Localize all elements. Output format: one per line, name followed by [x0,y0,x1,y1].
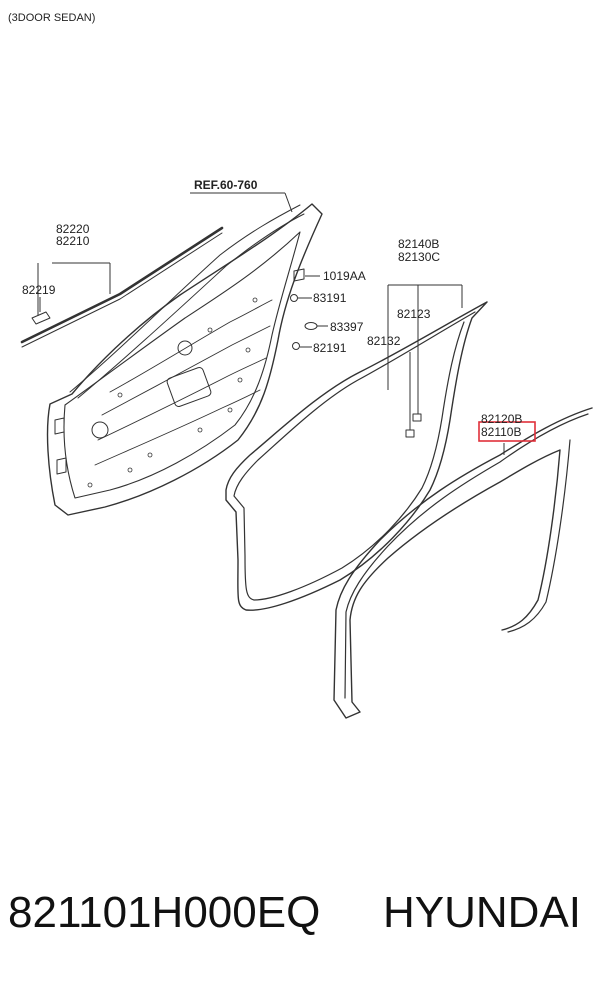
header-note: (3DOOR SEDAN) [8,12,95,24]
ref-label: REF.60-760 [194,178,258,192]
callout-82210: 82210 [56,234,90,248]
callout-82220: 82220 [56,222,90,236]
fasteners [290,268,328,350]
callout-82140B: 82140B [398,237,439,251]
footer-part-number: 821101H000EQ [8,888,320,937]
callout-82110B: 82110B [481,425,521,439]
callout-82191: 82191 [313,341,347,355]
belt-moulding [20,226,224,348]
callout-82123: 82123 [397,307,431,321]
callout-1019AA: 1019AA [323,269,366,283]
body-weatherstrip [333,407,593,719]
callout-83397: 83397 [330,320,364,334]
callout-83191: 83191 [313,291,347,305]
callout-82132: 82132 [367,334,401,348]
callout-82120B: 82120B [481,412,522,426]
callout-82130C: 82130C [398,250,440,264]
highlight-box [478,421,536,442]
callout-82219: 82219 [22,283,56,297]
door-panel [46,192,323,516]
door-weatherstrip [225,284,488,611]
footer-brand: HYUNDAI [383,888,581,937]
